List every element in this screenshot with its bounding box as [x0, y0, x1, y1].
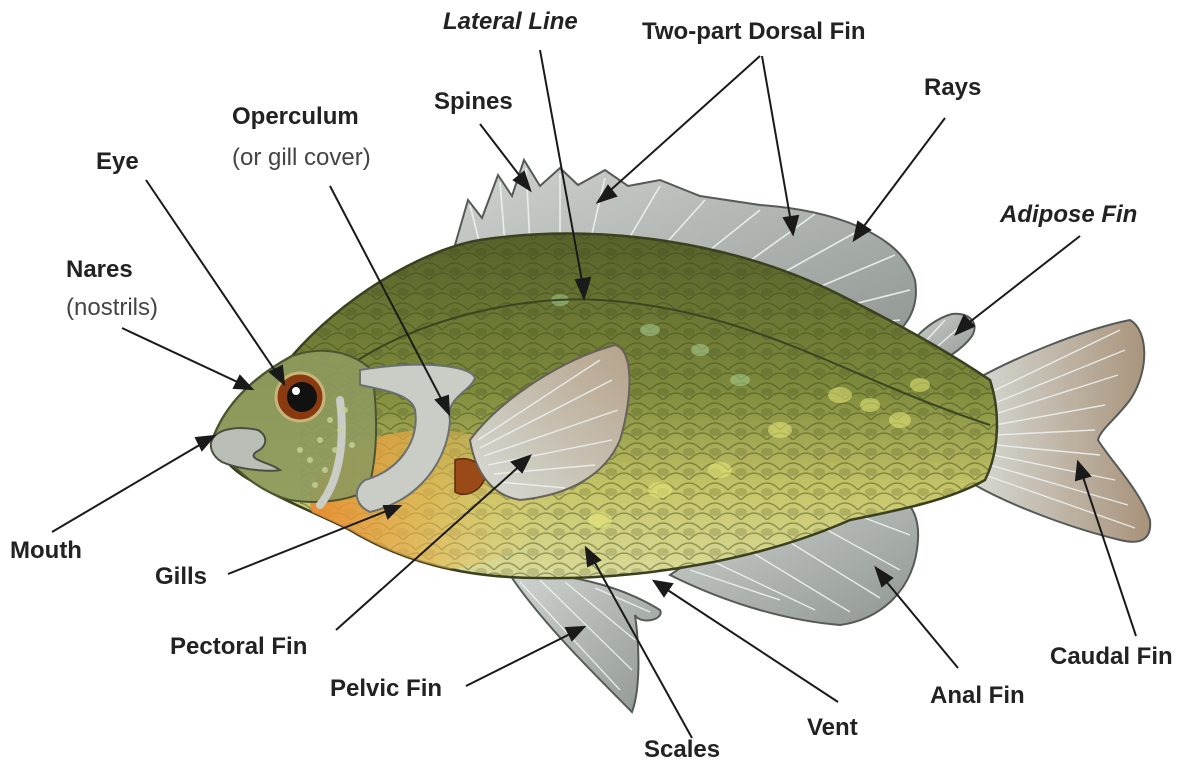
label-gills: Gills: [155, 565, 207, 589]
label-adipose-fin: Adipose Fin: [1000, 203, 1137, 227]
label-mouth: Mouth: [10, 539, 82, 563]
label-pelvic-fin: Pelvic Fin: [330, 677, 442, 701]
label-scales: Scales: [644, 738, 720, 762]
label-eye: Eye: [96, 150, 139, 174]
label-caudal-fin: Caudal Fin: [1050, 645, 1173, 669]
leader-dorsal-fin-a: [598, 56, 760, 202]
leader-adipose-fin: [956, 236, 1080, 334]
fish-illustration: [211, 160, 1150, 712]
label-pectoral-fin: Pectoral Fin: [170, 635, 307, 659]
label-rays: Rays: [924, 76, 981, 100]
leader-nares: [122, 328, 252, 389]
leader-mouth: [52, 436, 214, 532]
label-anal-fin: Anal Fin: [930, 684, 1025, 708]
label-operculum: Operculum: [232, 105, 359, 129]
label-spines: Spines: [434, 90, 513, 114]
caudal-fin: [975, 320, 1150, 542]
label-lateral-line: Lateral Line: [443, 10, 578, 34]
label-vent: Vent: [807, 716, 858, 740]
leader-rays: [854, 118, 945, 240]
label-nares-note: (nostrils): [66, 296, 158, 320]
leader-anal-fin: [876, 568, 958, 668]
label-dorsal-fin: Two-part Dorsal Fin: [642, 20, 866, 44]
leader-eye: [146, 180, 284, 384]
leader-spines: [480, 124, 530, 190]
leader-pelvic-fin: [466, 627, 584, 686]
label-operculum-note: (or gill cover): [232, 146, 371, 170]
label-nares: Nares: [66, 258, 133, 282]
